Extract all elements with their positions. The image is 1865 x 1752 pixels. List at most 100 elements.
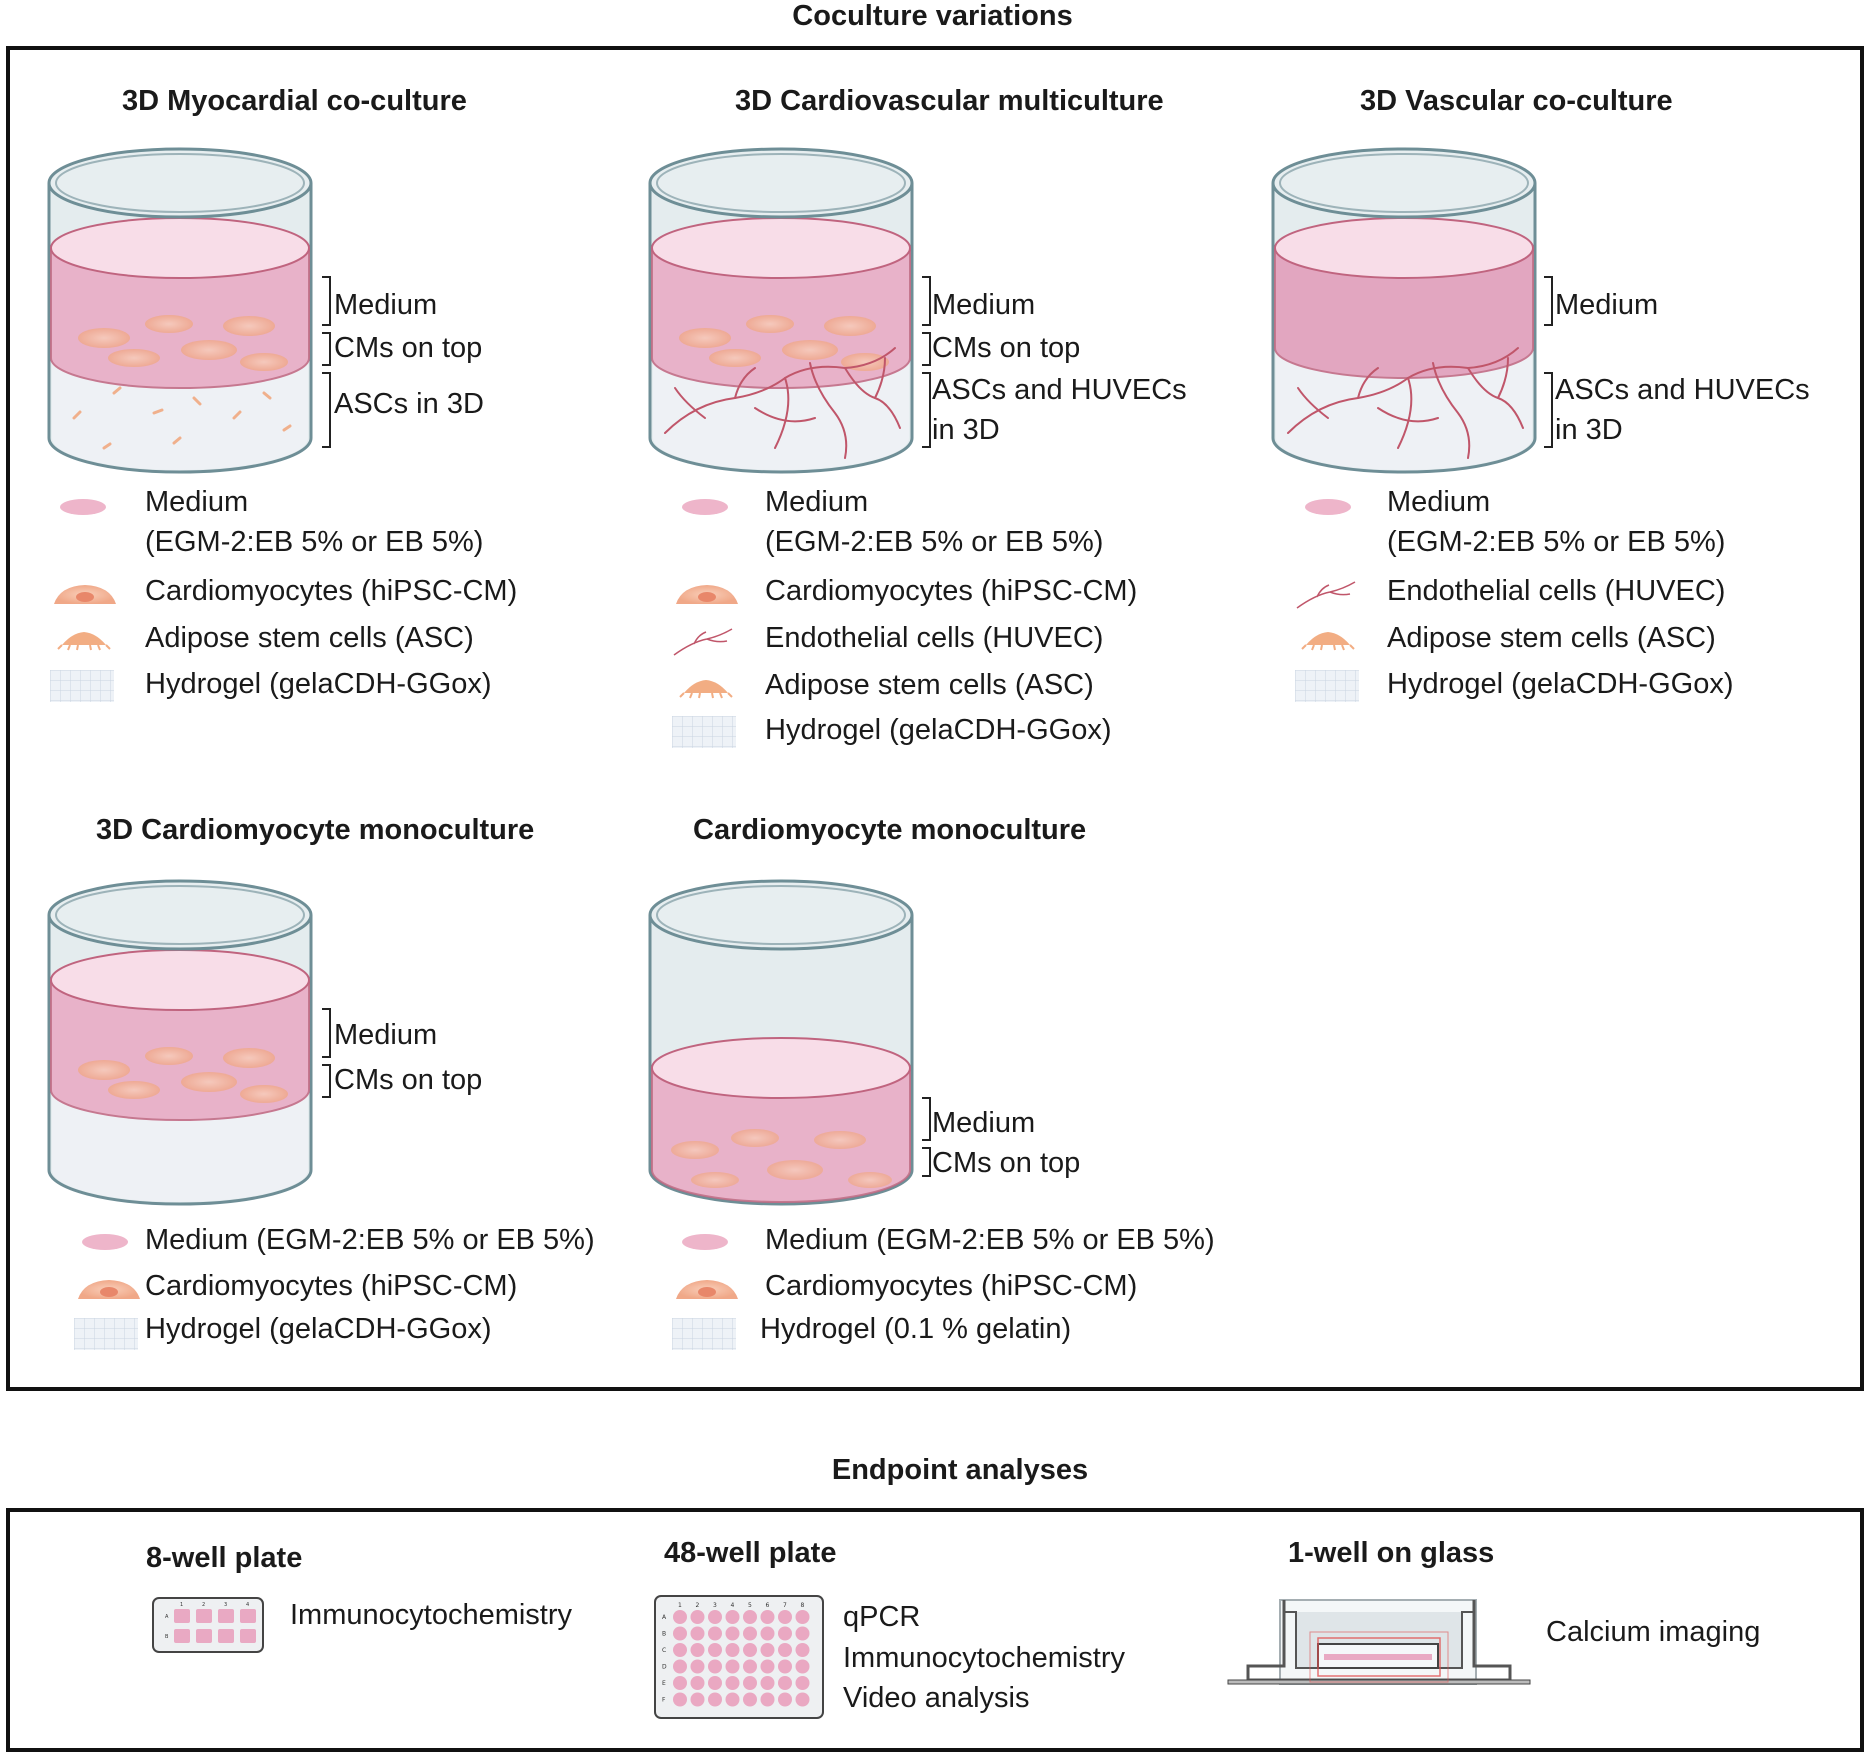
legend-medium: Medium bbox=[1387, 486, 1491, 518]
well bbox=[725, 1626, 740, 1641]
well bbox=[743, 1610, 757, 1624]
legend-medium: Medium (EGM-2:EB 5% or EB 5%) bbox=[765, 1224, 1215, 1256]
plate-col-label: 2 bbox=[202, 1602, 205, 1608]
well bbox=[778, 1626, 792, 1641]
well bbox=[778, 1676, 792, 1690]
well bbox=[725, 1610, 740, 1624]
well bbox=[708, 1610, 722, 1624]
legend-medium-detail: (EGM-2:EB 5% or EB 5%) bbox=[765, 526, 1104, 558]
well bbox=[778, 1692, 792, 1707]
legend-medium: Medium bbox=[145, 486, 249, 518]
culture-well-illustration bbox=[47, 879, 313, 1206]
well bbox=[760, 1676, 775, 1690]
well bbox=[760, 1626, 775, 1641]
plate-row-label: A bbox=[165, 1614, 169, 1620]
legend-medium-detail: (EGM-2:EB 5% or EB 5%) bbox=[1387, 526, 1726, 558]
layer-label-medium: Medium bbox=[932, 289, 1036, 321]
well bbox=[708, 1643, 722, 1657]
well bbox=[760, 1643, 775, 1657]
well bbox=[795, 1610, 810, 1624]
glass-chamber-icon bbox=[1227, 1599, 1531, 1685]
layer-label-cms: CMs on top bbox=[932, 1147, 1081, 1179]
endpoint-section-title: Endpoint analyses bbox=[831, 1454, 1089, 1486]
hydrogel-icon bbox=[1295, 670, 1359, 702]
plate-row-label: A bbox=[662, 1614, 667, 1621]
cardiomyocyte-cells bbox=[78, 1047, 288, 1103]
well bbox=[743, 1692, 757, 1707]
vessel-network bbox=[1287, 347, 1524, 459]
plate-row-label: B bbox=[662, 1631, 666, 1638]
legend-adipose-stem-cells: Adipose stem cells (ASC) bbox=[145, 622, 474, 654]
plate-col-label: 8 bbox=[801, 1602, 805, 1609]
layer-label-cms: CMs on top bbox=[334, 1064, 483, 1096]
well-grid bbox=[673, 1610, 810, 1707]
well bbox=[690, 1676, 705, 1690]
cardiomyocyte-icon bbox=[676, 585, 738, 604]
well bbox=[673, 1676, 687, 1690]
well bbox=[760, 1610, 775, 1624]
plate-col-label: 5 bbox=[748, 1602, 752, 1609]
plate-row-label: C bbox=[662, 1647, 666, 1654]
plate-title-48-well: 48-well plate bbox=[664, 1537, 837, 1569]
legend-medium: Medium (EGM-2:EB 5% or EB 5%) bbox=[145, 1224, 595, 1256]
plate-row-label: F bbox=[662, 1697, 666, 1704]
layer-brackets bbox=[322, 1008, 331, 1098]
culture-well-illustration bbox=[648, 147, 914, 474]
analysis-qpcr: qPCR bbox=[843, 1601, 921, 1633]
layer-brackets bbox=[1544, 276, 1553, 448]
well bbox=[778, 1659, 792, 1674]
hydrogel-icon bbox=[672, 1318, 736, 1350]
legend-hydrogel: Hydrogel (0.1 % gelatin) bbox=[760, 1313, 1072, 1345]
plate-col-label: 1 bbox=[678, 1602, 682, 1609]
plate-col-label: 1 bbox=[180, 1602, 183, 1608]
legend-endothelial-cells: Endothelial cells (HUVEC) bbox=[1387, 575, 1726, 607]
well bbox=[743, 1626, 757, 1641]
adipose-stem-cell-icon bbox=[57, 632, 111, 651]
well bbox=[673, 1610, 687, 1624]
layer-label-in-3d: in 3D bbox=[1555, 414, 1623, 446]
cardiomyocyte-cells bbox=[679, 315, 889, 371]
legend-cardiomyocytes: Cardiomyocytes (hiPSC-CM) bbox=[765, 575, 1138, 607]
culture-well-illustration bbox=[1271, 147, 1537, 474]
legend-hydrogel: Hydrogel (gelaCDH-GGox) bbox=[1387, 668, 1734, 700]
layer-label-cms: CMs on top bbox=[932, 332, 1081, 364]
plate-col-label: 7 bbox=[783, 1602, 787, 1609]
plate-col-label: 6 bbox=[766, 1602, 770, 1609]
well bbox=[778, 1610, 792, 1624]
plate-row-label: E bbox=[662, 1680, 666, 1687]
well bbox=[725, 1692, 740, 1707]
medium-icon bbox=[60, 499, 106, 515]
coculture-section-title: Coculture variations bbox=[792, 0, 1073, 32]
well bbox=[690, 1692, 705, 1707]
vessel-network bbox=[664, 347, 901, 459]
medium-icon bbox=[1305, 499, 1351, 515]
legend-adipose-stem-cells: Adipose stem cells (ASC) bbox=[765, 669, 1094, 701]
well bbox=[708, 1676, 722, 1690]
well bbox=[778, 1643, 792, 1657]
well bbox=[795, 1643, 810, 1657]
well bbox=[708, 1692, 722, 1707]
well bbox=[795, 1659, 810, 1674]
well bbox=[708, 1626, 722, 1641]
cardiomyocyte-cells bbox=[78, 315, 288, 371]
cardiomyocyte-icon bbox=[676, 1280, 738, 1299]
well bbox=[743, 1659, 757, 1674]
plate-col-label: 4 bbox=[731, 1602, 735, 1609]
well bbox=[795, 1626, 810, 1641]
cardiomyocyte-icon bbox=[78, 1280, 140, 1299]
well bbox=[673, 1643, 687, 1657]
legend-adipose-stem-cells: Adipose stem cells (ASC) bbox=[1387, 622, 1716, 654]
hydrogel-icon bbox=[672, 716, 736, 748]
medium-icon bbox=[82, 1234, 128, 1250]
well bbox=[673, 1626, 687, 1641]
plate-row-label: D bbox=[662, 1664, 667, 1671]
layer-label-ascs: ASCs in 3D bbox=[334, 388, 484, 420]
layer-label-medium: Medium bbox=[1555, 289, 1659, 321]
adipose-stem-cell-icon bbox=[679, 680, 733, 699]
well bbox=[725, 1659, 740, 1674]
analysis-immunocytochemistry-8well: Immunocytochemistry bbox=[290, 1599, 573, 1631]
well bbox=[673, 1659, 687, 1674]
well bbox=[743, 1643, 757, 1657]
well bbox=[690, 1610, 705, 1624]
